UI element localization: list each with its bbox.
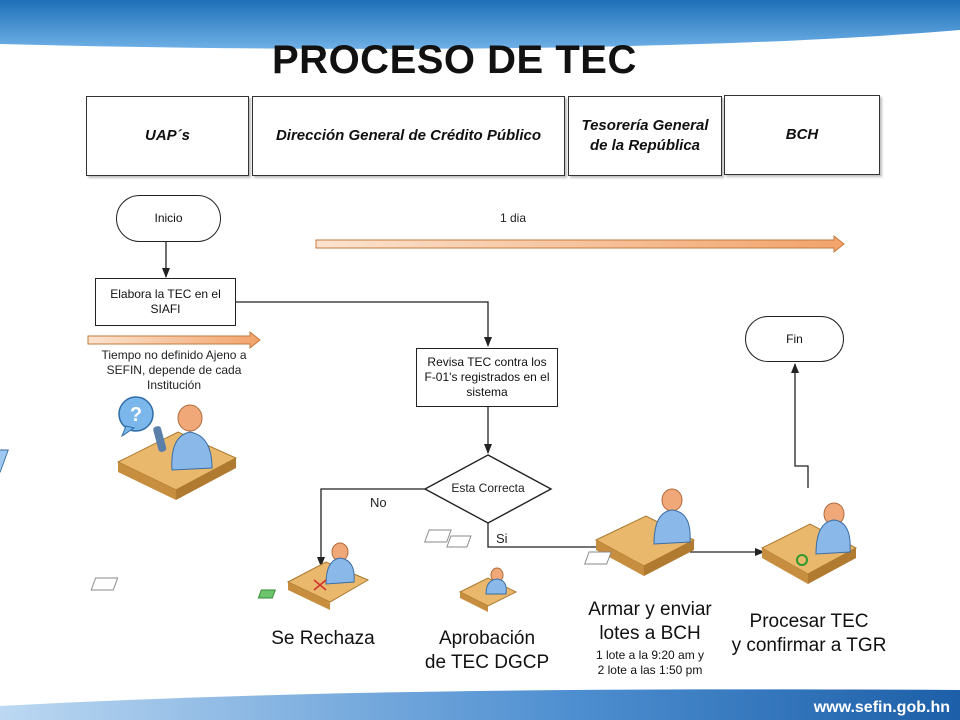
checkmark-icon xyxy=(796,554,808,566)
end-node: Fin xyxy=(745,316,844,362)
svg-text:?: ? xyxy=(130,404,142,426)
edge-si xyxy=(487,523,609,551)
rechaza-caption: Se Rechaza xyxy=(271,628,375,649)
lane-uaps-label: UAP´s xyxy=(144,127,190,144)
procesar-worker-illustration xyxy=(584,502,858,584)
lane-dgcp: Dirección General de Crédito Público xyxy=(252,96,565,176)
timeline-label: 1 dia xyxy=(499,211,527,225)
header-banner xyxy=(0,0,960,49)
uap-worker-illustration: ? xyxy=(0,396,238,500)
lane-bch-label: BCH xyxy=(785,126,819,143)
start-node: Inicio xyxy=(116,195,221,242)
edge-procesar-fin xyxy=(791,363,809,488)
procesar-caption-line2: y confirmar a TGR xyxy=(731,635,887,656)
footer-url[interactable]: www.sefin.gob.hn xyxy=(813,699,950,716)
footer-band xyxy=(0,689,960,720)
armar-worker-illustration xyxy=(424,488,696,576)
undefined-time-arrow xyxy=(87,330,261,350)
lane-tgr: Tesorería General de la República xyxy=(568,96,722,176)
question-mark-icon xyxy=(118,396,154,432)
armar-detail-line1: 1 lote a la 9:20 am y xyxy=(595,648,705,662)
timeline-arrow xyxy=(315,234,845,254)
armar-detail-line2: 2 lote a las 1:50 pm xyxy=(597,663,703,677)
procesar-caption-line1: Procesar TEC xyxy=(749,611,869,632)
edge-no xyxy=(317,488,425,567)
revisa-node: Revisa TEC contra los F-01's registrados… xyxy=(416,348,558,407)
edge-no-label: No xyxy=(370,495,387,510)
decision-label: Esta Correcta xyxy=(451,481,525,495)
armar-caption-line2: lotes a BCH xyxy=(599,623,701,644)
telephone-icon xyxy=(0,449,9,473)
aprobacion-caption-line1: Aprobación xyxy=(438,628,536,649)
lane-tgr-label: Tesorería General de la República xyxy=(581,117,709,154)
page-title: PROCESO DE TEC xyxy=(272,38,637,82)
aprobacion-worker-illustration xyxy=(257,567,518,612)
edge-si-label: Si xyxy=(496,531,508,546)
lane-uaps: UAP´s xyxy=(86,96,249,176)
aprobacion-caption-line2: de TEC DGCP xyxy=(424,652,550,673)
rechaza-worker-illustration xyxy=(90,542,370,610)
edge-elabora-revisa xyxy=(236,301,492,347)
lane-dgcp-label: Dirección General de Crédito Público xyxy=(275,127,542,144)
lane-bch: BCH xyxy=(724,95,880,175)
armar-caption-line1: Armar y enviar xyxy=(588,599,712,620)
undefined-time-note: Tiempo no definido Ajeno a SEFIN, depend… xyxy=(101,348,247,392)
elabora-node: Elabora la TEC en el SIAFI xyxy=(95,278,236,326)
